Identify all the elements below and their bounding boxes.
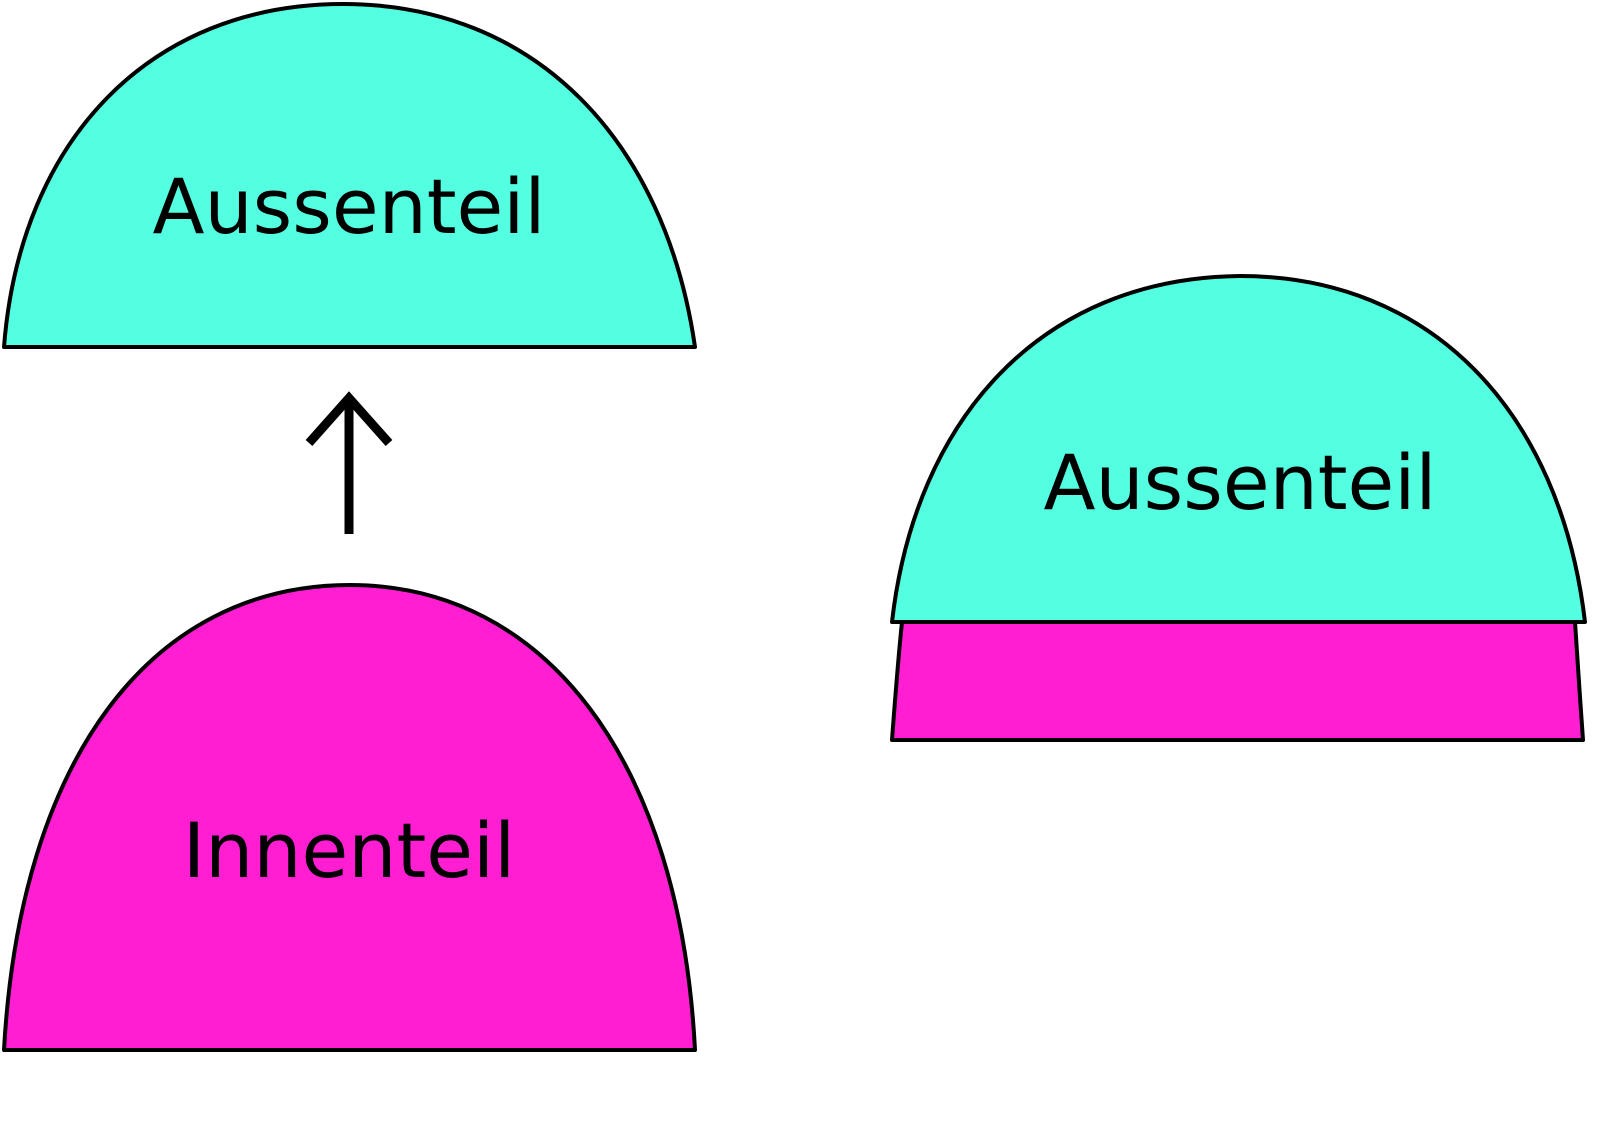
right-outer-dome — [890, 274, 1587, 624]
left-outer-label: Aussenteil — [152, 162, 545, 251]
arrow-up-icon — [305, 391, 393, 534]
left-outer-part: Aussenteil — [2, 2, 697, 349]
right-inner-band — [890, 620, 1585, 742]
left-inner-label: Innenteil — [183, 806, 515, 895]
left-inner-part: Innenteil — [2, 583, 697, 1052]
right-outer-label: Aussenteil — [1043, 438, 1436, 527]
left-inner-dome — [2, 583, 697, 1052]
right-assembled-part: Aussenteil — [890, 274, 1587, 742]
left-outer-dome — [2, 2, 697, 349]
